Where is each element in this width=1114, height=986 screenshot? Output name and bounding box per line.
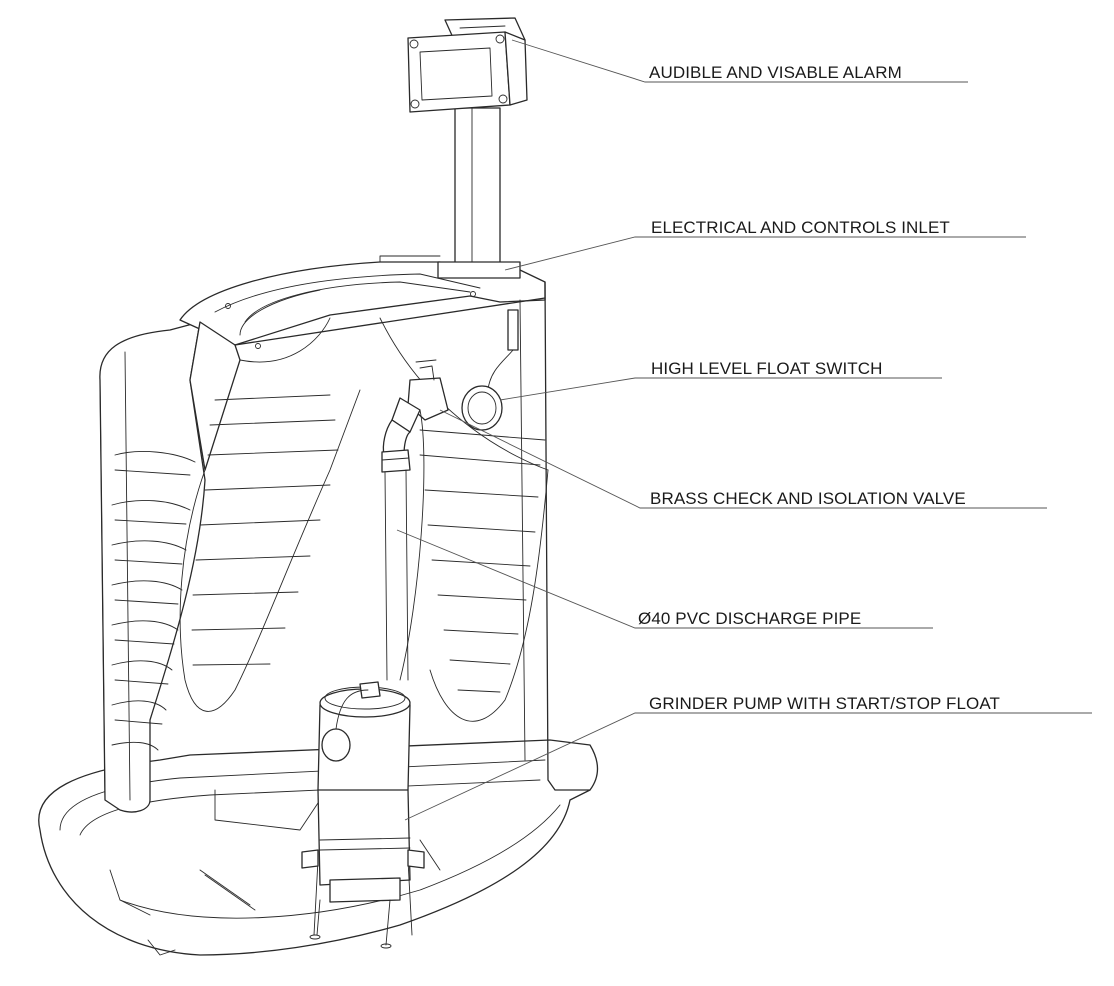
label-grinder-pump: GRINDER PUMP WITH START/STOP FLOAT: [649, 694, 1000, 713]
tank-inner-left: [179, 317, 361, 712]
label-float-switch: HIGH LEVEL FLOAT SWITCH: [651, 359, 883, 378]
label-discharge-pipe: Ø40 PVC DISCHARGE PIPE: [638, 609, 861, 628]
label-check-valve: BRASS CHECK AND ISOLATION VALVE: [650, 489, 966, 508]
tank-body-left: [99, 321, 206, 813]
alarm-box: [407, 17, 528, 113]
alarm-post: [437, 107, 521, 279]
discharge-pipe: [381, 409, 425, 681]
grinder-pump: [301, 681, 425, 949]
tank-top-deck: [179, 255, 546, 471]
high-level-float-switch: [461, 309, 519, 431]
leader-lines: [396, 39, 1092, 821]
brass-check-valve: [391, 359, 449, 433]
label-alarm: AUDIBLE AND VISABLE ALARM: [649, 63, 902, 82]
tank-body-right: [379, 281, 591, 791]
label-electrical-inlet: ELECTRICAL AND CONTROLS INLET: [651, 218, 950, 237]
